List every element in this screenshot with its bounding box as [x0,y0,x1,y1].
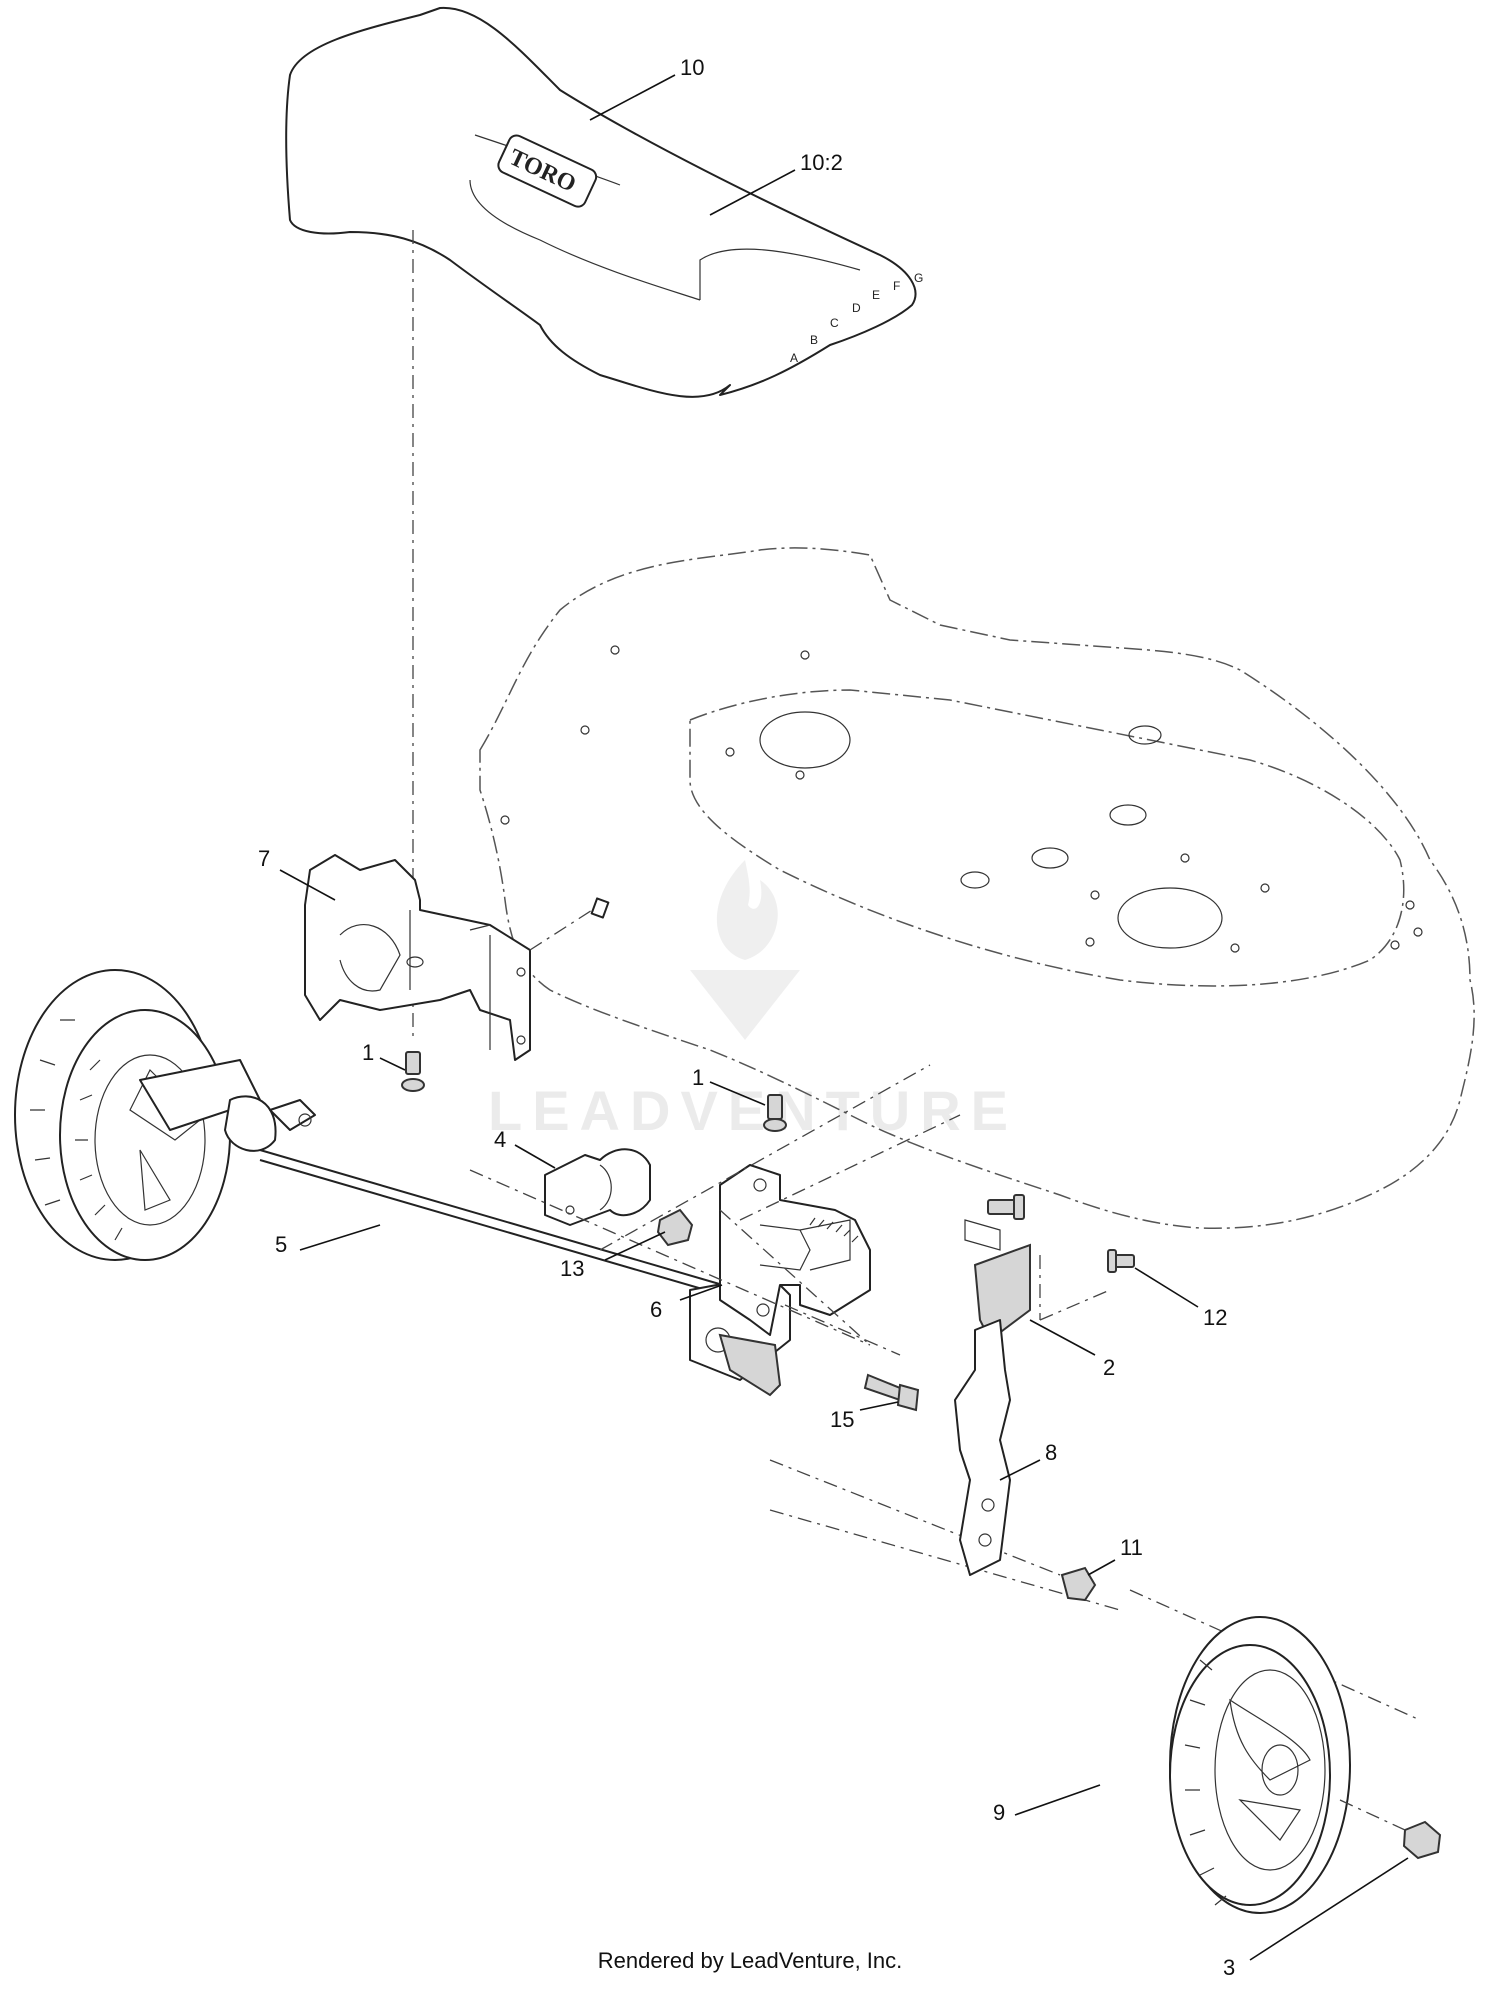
svg-text:9: 9 [993,1800,1005,1825]
callout-1-left: 1 [362,1040,406,1071]
svg-text:5: 5 [275,1232,287,1257]
svg-text:F: F [893,279,900,293]
svg-text:11: 11 [1120,1535,1143,1560]
svg-text:12: 12 [1203,1305,1227,1330]
mower-deck-outline [479,547,1475,1229]
callout-5: 5 [275,1224,381,1257]
svg-text:A: A [790,351,798,365]
svg-text:3: 3 [1223,1955,1235,1980]
watermark: LEADVENTURE [488,860,1018,1142]
svg-text:D: D [852,301,861,315]
height-letters: A B C D E F G [790,271,923,365]
bolt-11 [1060,1566,1097,1602]
callout-8: 8 [999,1440,1057,1481]
callout-3: 3 [1223,1857,1409,1980]
watermark-text: LEADVENTURE [488,1079,1018,1142]
svg-text:2: 2 [1103,1355,1115,1380]
screw-12 [1107,1249,1135,1273]
render-credit: Rendered by LeadVenture, Inc. [597,1948,903,1973]
nut-13 [656,1208,694,1247]
adjuster-lever [954,1319,1011,1576]
callout-7: 7 [258,846,336,901]
svg-text:6: 6 [650,1297,662,1322]
callout-6: 6 [650,1284,723,1322]
bolt-right-deck [987,1194,1025,1220]
callout-15: 15 [830,1401,899,1432]
svg-text:15: 15 [830,1407,854,1432]
bolt-1-middle [763,1094,787,1132]
svg-text:10: 10 [680,55,704,80]
svg-text:13: 13 [560,1256,584,1281]
watermark-v-icon [690,970,800,1040]
svg-text:10:2: 10:2 [800,150,843,175]
callout-12: 12 [1134,1267,1227,1330]
callout-1-middle: 1 [692,1065,766,1106]
svg-text:B: B [810,333,818,347]
svg-text:4: 4 [494,1127,506,1152]
right-wheel [1169,1616,1351,1914]
svg-text:1: 1 [362,1040,374,1065]
callout-9: 9 [993,1784,1101,1825]
svg-text:1: 1 [692,1065,704,1090]
watermark-flame-icon [716,860,778,960]
callout-2: 2 [1029,1319,1115,1380]
callout-10: 10 [589,55,704,121]
callout-10-2: 10:2 [709,150,843,216]
svg-text:E: E [872,288,880,302]
svg-text:7: 7 [258,846,270,871]
callout-11: 11 [1087,1535,1143,1576]
handle-cover: TORO A B C D E F G [285,6,923,398]
callout-4: 4 [494,1127,556,1169]
bolt-1-left [401,1051,425,1092]
callout-13: 13 [560,1231,666,1281]
height-adjuster [719,1164,871,1336]
pivot-clip [544,1148,651,1226]
nut-3 [1402,1820,1442,1860]
svg-text:G: G [914,271,923,285]
svg-text:8: 8 [1045,1440,1057,1465]
adjuster-grip [973,1243,1031,1342]
svg-text:C: C [830,316,839,330]
rear-bracket [304,854,531,1061]
screw-15 [863,1373,920,1412]
